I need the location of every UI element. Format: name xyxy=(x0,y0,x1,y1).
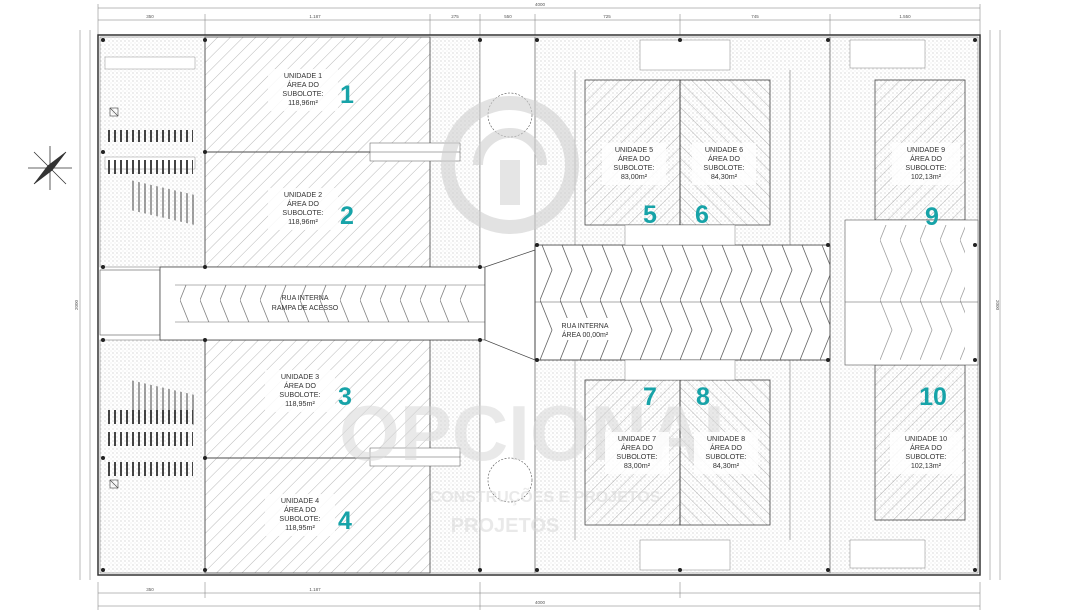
road-left-label-1: RUA INTERNA xyxy=(281,295,328,302)
dim-top-seg-3: 275 xyxy=(451,14,459,19)
dim-top-seg-7: 1.550 xyxy=(899,14,911,19)
units-right-block xyxy=(829,36,979,574)
road-left-label-2: RAMPA DE ACESSO xyxy=(272,305,339,312)
unit-5-number: 5 xyxy=(643,201,657,229)
watermark-main: OPCIONAL xyxy=(339,389,751,477)
column-markers xyxy=(101,38,977,572)
unit-2-number: 2 xyxy=(340,202,354,230)
unit-8-number: 8 xyxy=(696,383,710,411)
unit-4-number: 4 xyxy=(338,507,352,535)
dim-top-seg-1: 350 xyxy=(146,14,154,19)
unit-6-number: 6 xyxy=(695,201,709,229)
watermark: OPCIONAL CONSTRUÇÕES E PROJETOS PROJETOS xyxy=(339,96,751,537)
unit-1-number: 1 xyxy=(340,81,354,109)
dim-bottom-total: 4000 xyxy=(535,600,546,605)
watermark-sub2: PROJETOS xyxy=(451,515,560,537)
unit-3-number: 3 xyxy=(338,383,352,411)
dim-top-seg-5: 725 xyxy=(603,14,611,19)
dim-top-seg-4: 550 xyxy=(504,14,512,19)
internal-road-left: RUA INTERNA RAMPA DE ACESSO xyxy=(159,266,486,341)
units-left-block xyxy=(204,36,481,574)
internal-road-center: RUA INTERNA ÁREA 00,00m² xyxy=(534,244,831,361)
dim-top-seg-2: 1.187 xyxy=(309,14,321,19)
unit-7-number: 7 xyxy=(643,383,657,411)
unit-9-number: 9 xyxy=(925,203,939,231)
dim-left-total: 2000 xyxy=(74,299,79,310)
dim-bottom-seg-1: 350 xyxy=(146,587,154,592)
watermark-sub: CONSTRUÇÕES E PROJETOS xyxy=(430,486,661,506)
dim-right-total: 2000 xyxy=(995,300,1000,311)
dim-bottom-seg-2: 1.187 xyxy=(309,587,321,592)
north-arrow-icon xyxy=(28,146,72,190)
dim-top-total: 4000 xyxy=(535,2,546,7)
road-center-label-2: ÁREA 00,00m² xyxy=(562,330,609,339)
unit-10-number: 10 xyxy=(919,383,947,411)
left-strip xyxy=(99,36,206,574)
dim-top-seg-6: 745 xyxy=(751,14,759,19)
dimension-lines xyxy=(79,4,1001,610)
road-center-label-1: RUA INTERNA xyxy=(561,323,608,330)
